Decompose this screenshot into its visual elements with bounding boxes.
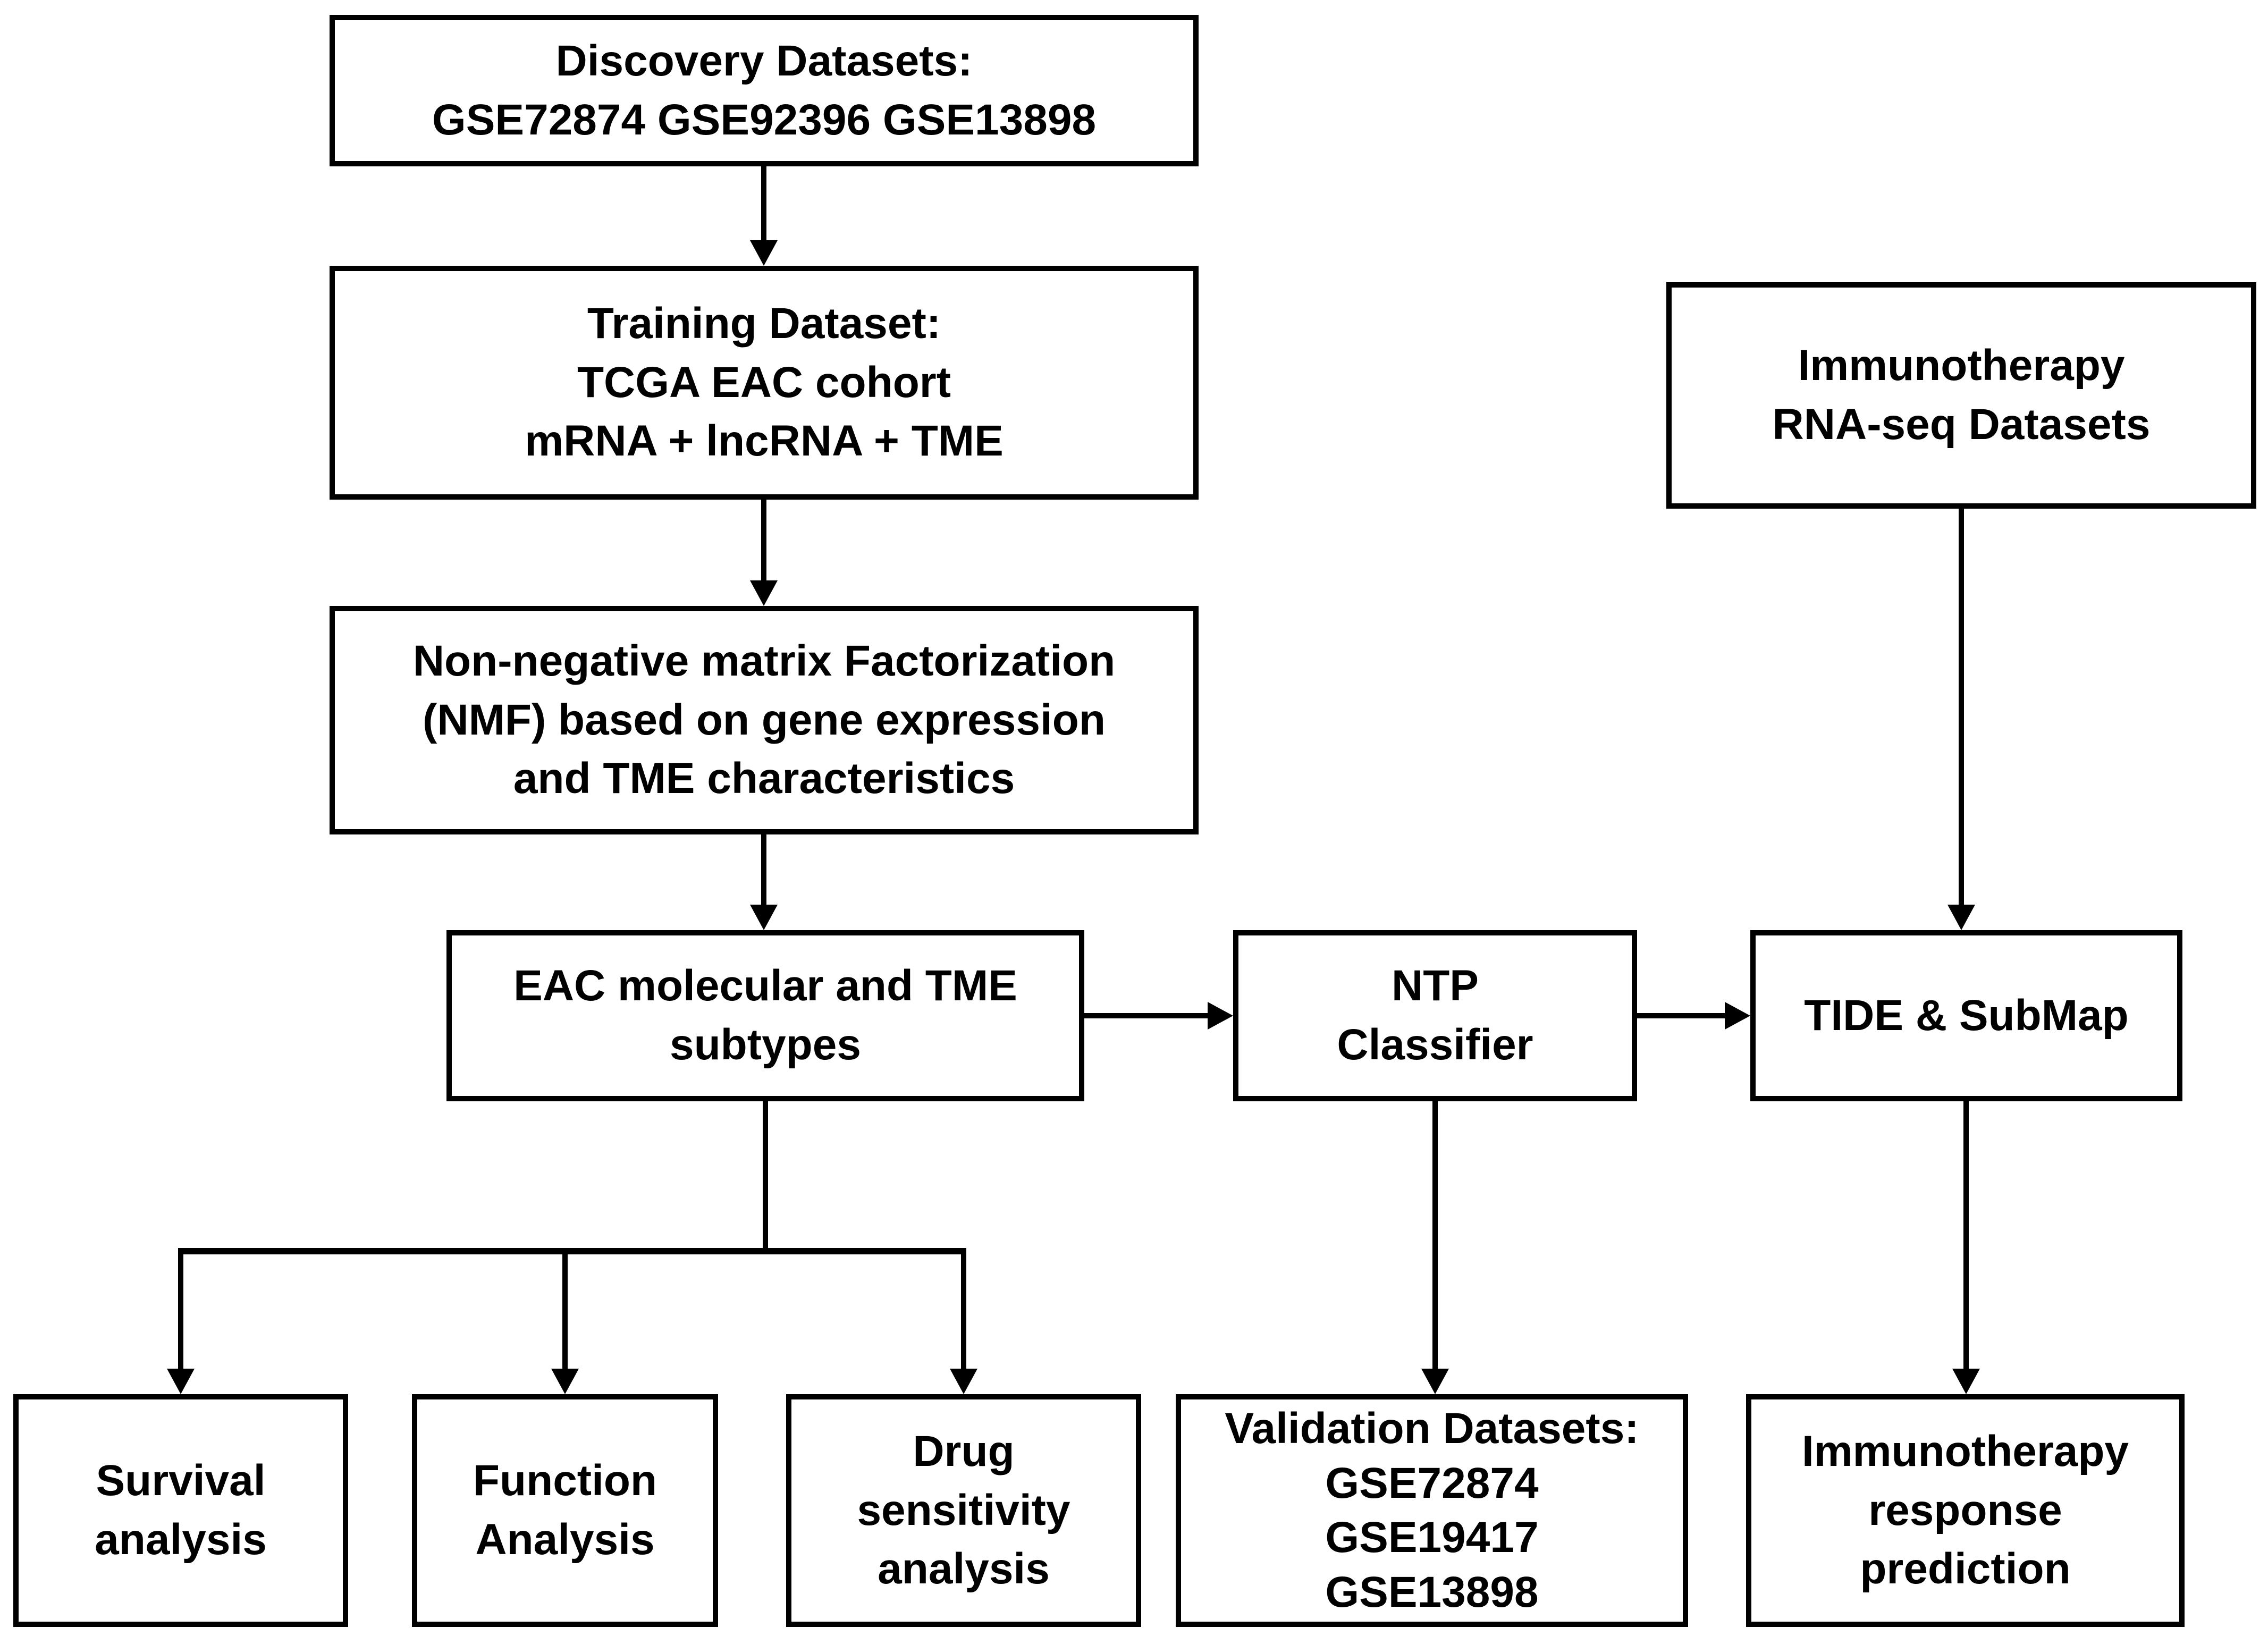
arrow-line [178,1252,183,1370]
arrowhead-down-icon [167,1369,195,1394]
node-nmf-factorization: Non-negative matrix Factorization (NMF) … [330,606,1199,834]
arrowhead-down-icon [551,1369,579,1394]
branch-stem-line [763,1101,768,1253]
node-ntp-classifier: NTP Classifier [1233,930,1637,1101]
arrow-line [1084,1013,1211,1018]
arrow-line [1959,509,1964,906]
arrow-line [761,500,766,582]
node-immunotherapy-rnaseq-datasets: Immunotherapy RNA-seq Datasets [1666,282,2256,509]
arrowhead-down-icon [1421,1369,1449,1394]
node-immunotherapy-response-prediction: Immunotherapy response prediction [1746,1394,2185,1627]
node-tide-submap: TIDE & SubMap [1750,930,2182,1101]
node-discovery-datasets: Discovery Datasets: GSE72874 GSE92396 GS… [330,15,1199,166]
arrow-line [1637,1013,1729,1018]
node-validation-datasets: Validation Datasets: GSE72874 GSE19417 G… [1176,1394,1688,1627]
arrow-line [1432,1101,1438,1370]
arrowhead-down-icon [1952,1369,1980,1394]
arrow-line [761,166,766,242]
arrowhead-right-icon [1725,1002,1750,1030]
arrowhead-down-icon [950,1369,977,1394]
node-eac-subtypes: EAC molecular and TME subtypes [446,930,1084,1101]
arrow-line [562,1252,568,1370]
arrowhead-down-icon [750,905,778,930]
arrow-line [761,834,766,906]
arrowhead-down-icon [750,240,778,266]
arrowhead-right-icon [1208,1002,1233,1030]
node-training-dataset: Training Dataset: TCGA EAC cohort mRNA +… [330,266,1199,500]
branch-horizontal-line [178,1248,966,1254]
arrow-line [1963,1101,1969,1370]
node-survival-analysis: Survival analysis [13,1394,348,1627]
arrowhead-down-icon [750,580,778,606]
node-drug-sensitivity-analysis: Drug sensitivity analysis [786,1394,1141,1627]
node-function-analysis: Function Analysis [412,1394,718,1627]
arrowhead-down-icon [1947,905,1975,930]
arrow-line [961,1252,966,1370]
